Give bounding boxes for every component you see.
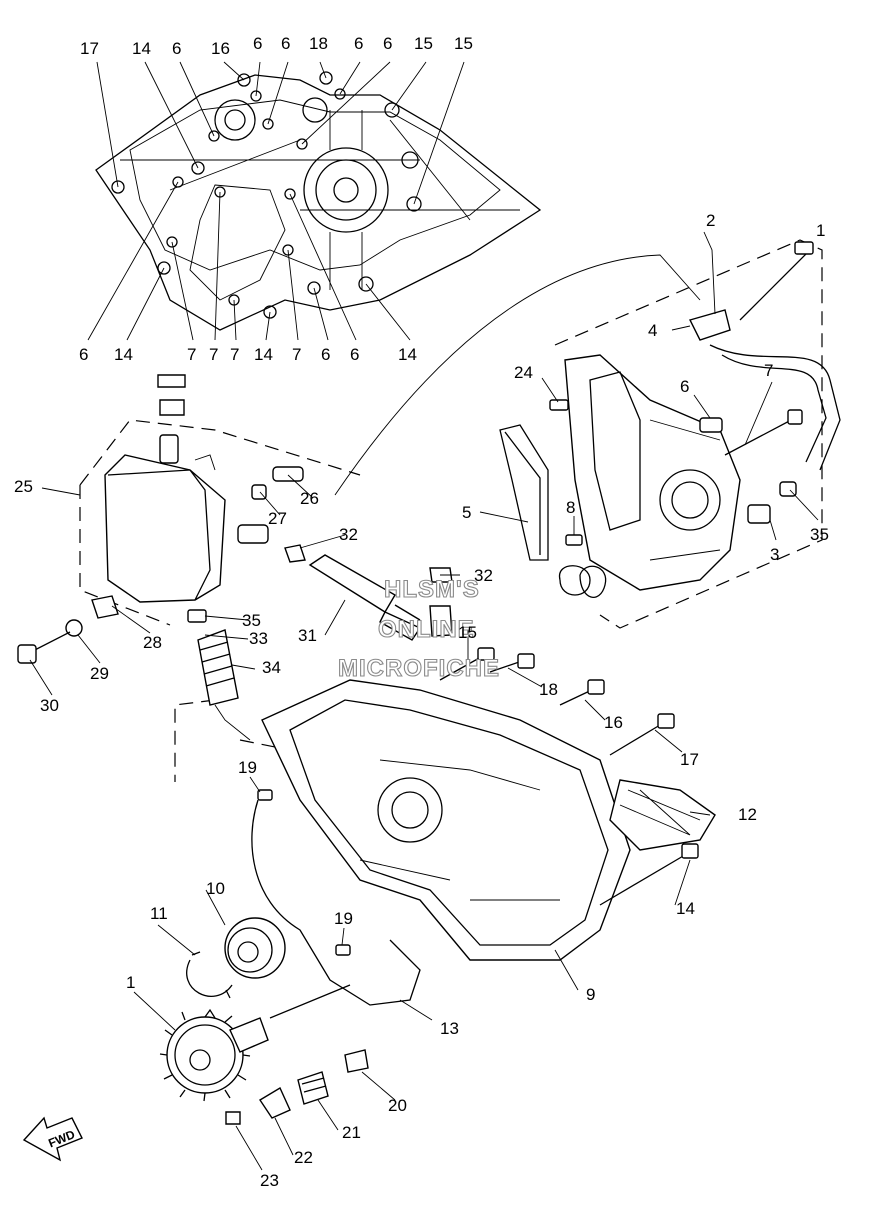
callout-label: 6 — [383, 34, 392, 53]
callout-labels: 17 14 6 16 6 6 18 6 6 15 15 6 14 7 7 7 1… — [14, 34, 829, 1190]
callout-label: 29 — [90, 664, 109, 683]
callout-label: 7 — [230, 345, 239, 364]
callout-label: 35 — [242, 611, 261, 630]
callout-label: 6 — [354, 34, 363, 53]
callout-label: 2 — [706, 211, 715, 230]
callout-label: 14 — [254, 345, 273, 364]
callout-label: 13 — [440, 1019, 459, 1038]
hose-assembly — [187, 544, 453, 741]
callout-label: 14 — [676, 899, 695, 918]
watermark-line-3: MICROFICHE — [338, 655, 500, 682]
oil-tank-assembly — [17, 374, 304, 664]
callout-label: 3 — [770, 545, 779, 564]
callout-label: 18 — [309, 34, 328, 53]
callout-label: 32 — [339, 525, 358, 544]
callout-label: 26 — [300, 489, 319, 508]
callout-label: 7 — [292, 345, 301, 364]
callout-label: 12 — [738, 805, 757, 824]
callout-label: 23 — [260, 1171, 279, 1190]
callout-label: 14 — [114, 345, 133, 364]
watermark: HLSM'S ONLINE MICROFICHE — [337, 575, 500, 682]
callout-label: 14 — [132, 39, 151, 58]
callout-label: 28 — [143, 633, 162, 652]
callout-label: 6 — [680, 377, 689, 396]
callout-label: 6 — [321, 345, 330, 364]
callout-label: 15 — [458, 623, 477, 642]
callout-label: 6 — [79, 345, 88, 364]
watermark-line-1: HLSM'S — [384, 576, 480, 603]
callout-label: 24 — [514, 363, 533, 382]
pump-housing-assembly — [334, 241, 841, 598]
fwd-direction-arrow: FWD — [22, 1116, 83, 1162]
leader-lines — [29, 61, 819, 1171]
callout-label: 19 — [334, 909, 353, 928]
callout-label: 1 — [126, 973, 135, 992]
callout-label: 17 — [680, 750, 699, 769]
callout-label: 6 — [281, 34, 290, 53]
callout-label: 8 — [566, 498, 575, 517]
watermark-line-2: ONLINE — [378, 616, 475, 643]
callout-label: 9 — [586, 985, 595, 1004]
callout-label: 22 — [294, 1148, 313, 1167]
callout-label: 6 — [253, 34, 262, 53]
callout-label: 16 — [211, 39, 230, 58]
callout-label: 30 — [40, 696, 59, 715]
callout-label: 1 — [816, 221, 825, 240]
callout-label: 15 — [414, 34, 433, 53]
callout-label: 7 — [187, 345, 196, 364]
callout-label: 6 — [172, 39, 181, 58]
callout-label: 10 — [206, 879, 225, 898]
callout-label: 20 — [388, 1096, 407, 1115]
gear-assembly — [159, 917, 369, 1125]
callout-label: 35 — [810, 525, 829, 544]
callout-label: 17 — [80, 39, 99, 58]
callout-label: 6 — [350, 345, 359, 364]
callout-label: 16 — [604, 713, 623, 732]
callout-label: 5 — [462, 503, 471, 522]
crankcase-cover-drawing — [95, 71, 542, 331]
callout-label: 7 — [209, 345, 218, 364]
callout-label: 4 — [648, 321, 657, 340]
callout-label: 31 — [298, 626, 317, 645]
callout-label: 27 — [268, 509, 287, 528]
callout-label: 33 — [249, 629, 268, 648]
callout-label: 32 — [474, 566, 493, 585]
lower-cover-assembly — [251, 647, 716, 1006]
callout-label: 11 — [150, 904, 168, 923]
callout-label: 14 — [398, 345, 417, 364]
callout-label: 34 — [262, 658, 281, 677]
callout-label: 18 — [539, 680, 558, 699]
callout-label: 21 — [342, 1123, 361, 1142]
callout-label: 7 — [764, 361, 773, 380]
callout-label: 19 — [238, 758, 257, 777]
callout-label: 15 — [454, 34, 473, 53]
callout-label: 25 — [14, 477, 33, 496]
